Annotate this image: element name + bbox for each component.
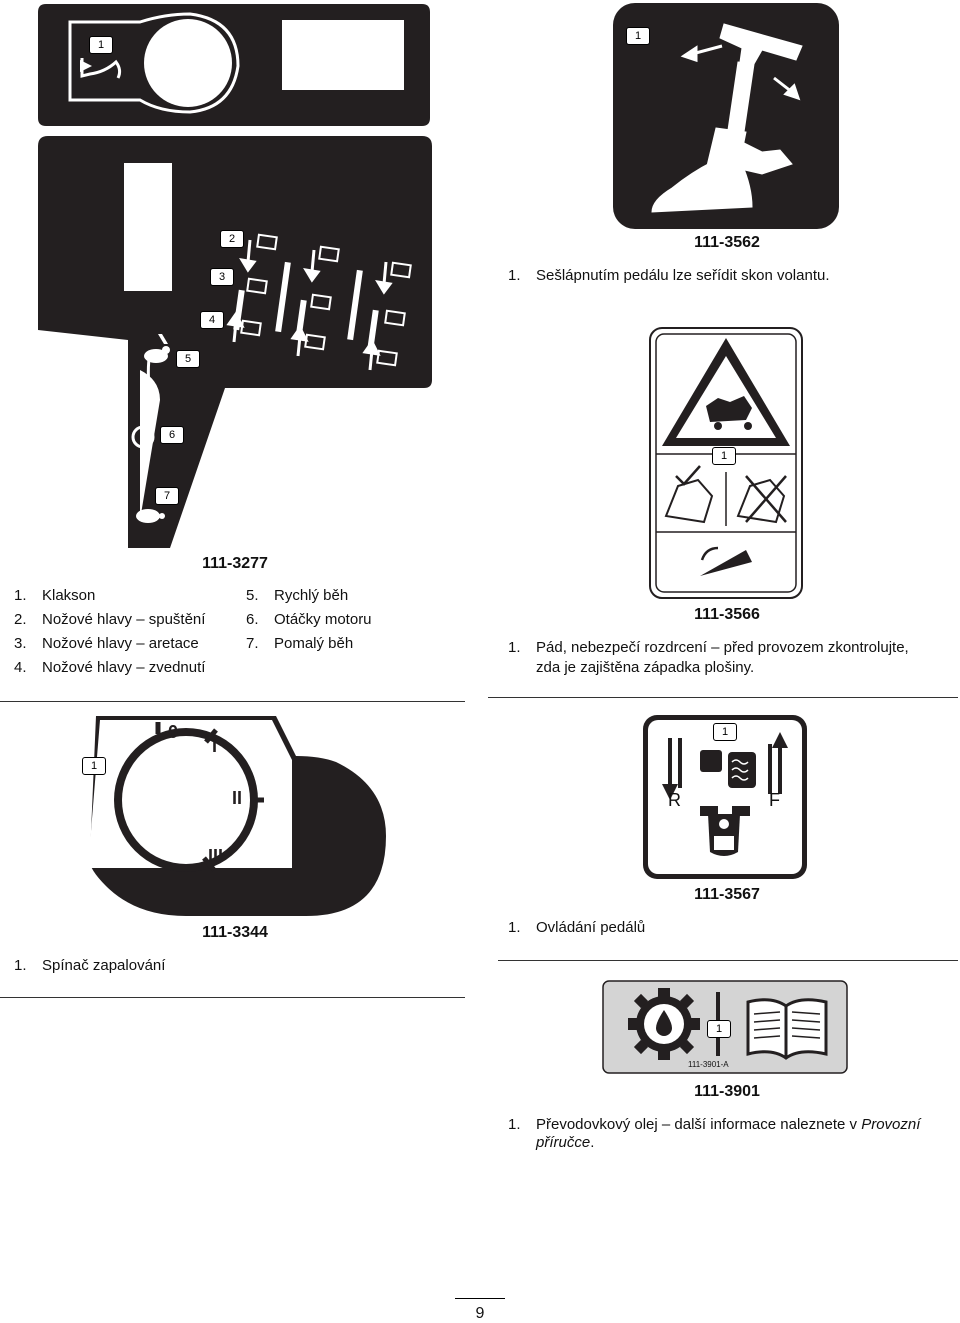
legend-item: 7.Pomalý běh: [246, 635, 354, 652]
legend-item: 4.Nožové hlavy – zvednutí: [14, 659, 206, 676]
legend-item: 1.Klakson: [14, 587, 96, 604]
divider: [0, 701, 465, 702]
decal-111-3562-graphic: [613, 3, 839, 229]
callout-3277-1: 1: [89, 36, 113, 54]
divider: [488, 697, 958, 698]
decal-111-3344-number: 111-3344: [202, 924, 268, 941]
legend-111-3562: 1.Sešlápnutím pedálu lze seřídit skon vo…: [508, 264, 830, 288]
callout-3277-4: 4: [200, 311, 224, 329]
decal-111-3901-number: 111-3901: [694, 1083, 760, 1100]
callout-3344-1: 1: [82, 757, 106, 775]
legend-111-3566: 1.Pád, nebezpečí rozdrcení – před provoz…: [508, 638, 909, 678]
label-reverse: R: [668, 790, 681, 810]
callout-3562-1: 1: [626, 27, 650, 45]
decal-111-3344-graphic: 0 I II III: [88, 716, 386, 916]
warning-triangle-icon: [662, 338, 790, 446]
legend-item: 1.Ovládání pedálů: [508, 919, 646, 936]
callout-3277-3: 3: [210, 268, 234, 286]
legend-item: 2.Nožové hlavy – spuštění: [14, 611, 206, 628]
decal-111-3566-number: 111-3566: [694, 606, 760, 623]
legend-111-3277-left: 1.Klakson 2.Nožové hlavy – spuštění 3.No…: [14, 584, 205, 680]
manual-reference: Provozní příručce: [536, 1116, 921, 1151]
legend-item: 1.Spínač zapalování: [14, 957, 166, 974]
callout-3901-1: 1: [707, 1020, 731, 1038]
legend-item: 1.Sešlápnutím pedálu lze seřídit skon vo…: [508, 267, 830, 284]
callout-3567-1: 1: [713, 723, 737, 741]
divider: [0, 997, 465, 998]
switch-position-3: III: [208, 846, 223, 866]
callout-3277-7: 7: [155, 487, 179, 505]
horn-icon: [80, 58, 122, 79]
callout-3277-5: 5: [176, 350, 200, 368]
legend-item: 1.Pád, nebezpečí rozdrcení – před provoz…: [508, 639, 909, 656]
legend-item-cont: zda je zajištěna západka plošiny.: [536, 659, 755, 676]
decal-111-3567-graphic: [643, 715, 807, 879]
divider: [498, 960, 958, 961]
rabbit-icon: [144, 334, 170, 363]
legend-111-3901: 1. Převodovkový olej – další informace n…: [508, 1116, 948, 1152]
legend-111-3567: 1.Ovládání pedálů: [508, 916, 645, 940]
callout-3277-6: 6: [160, 426, 184, 444]
callout-3277-2: 2: [220, 230, 244, 248]
transmission-oil-icon: [656, 1010, 672, 1036]
decal-111-3277-number: 111-3277: [202, 555, 268, 572]
decal-111-3277-graphic: [38, 4, 432, 548]
legend-item: 1. Převodovkový olej – další informace n…: [508, 1116, 921, 1151]
label-forward: F: [769, 790, 780, 810]
switch-position-1: I: [212, 736, 217, 756]
legend-item: 3.Nožové hlavy – aretace: [14, 635, 199, 652]
legend-item: 6.Otáčky motoru: [246, 611, 372, 628]
manual-book-icon: [746, 998, 828, 1060]
turtle-icon: [136, 509, 165, 523]
key-switch-icon: [114, 722, 264, 872]
decal-111-3562-number: 111-3562: [694, 234, 760, 251]
legend-111-3277-right: 5.Rychlý běh 6.Otáčky motoru 7.Pomalý bě…: [246, 584, 372, 656]
legend-item: 5.Rychlý běh: [246, 587, 349, 604]
callout-3566-1: 1: [712, 447, 736, 465]
decal-inner-code: 111-3901-A: [688, 1060, 729, 1069]
switch-position-2: II: [232, 788, 242, 808]
legend-111-3344: 1.Spínač zapalování: [14, 954, 165, 978]
switch-position-0: 0: [168, 722, 178, 742]
page-number: 9: [455, 1298, 505, 1323]
decal-111-3567-number: 111-3567: [694, 886, 760, 903]
